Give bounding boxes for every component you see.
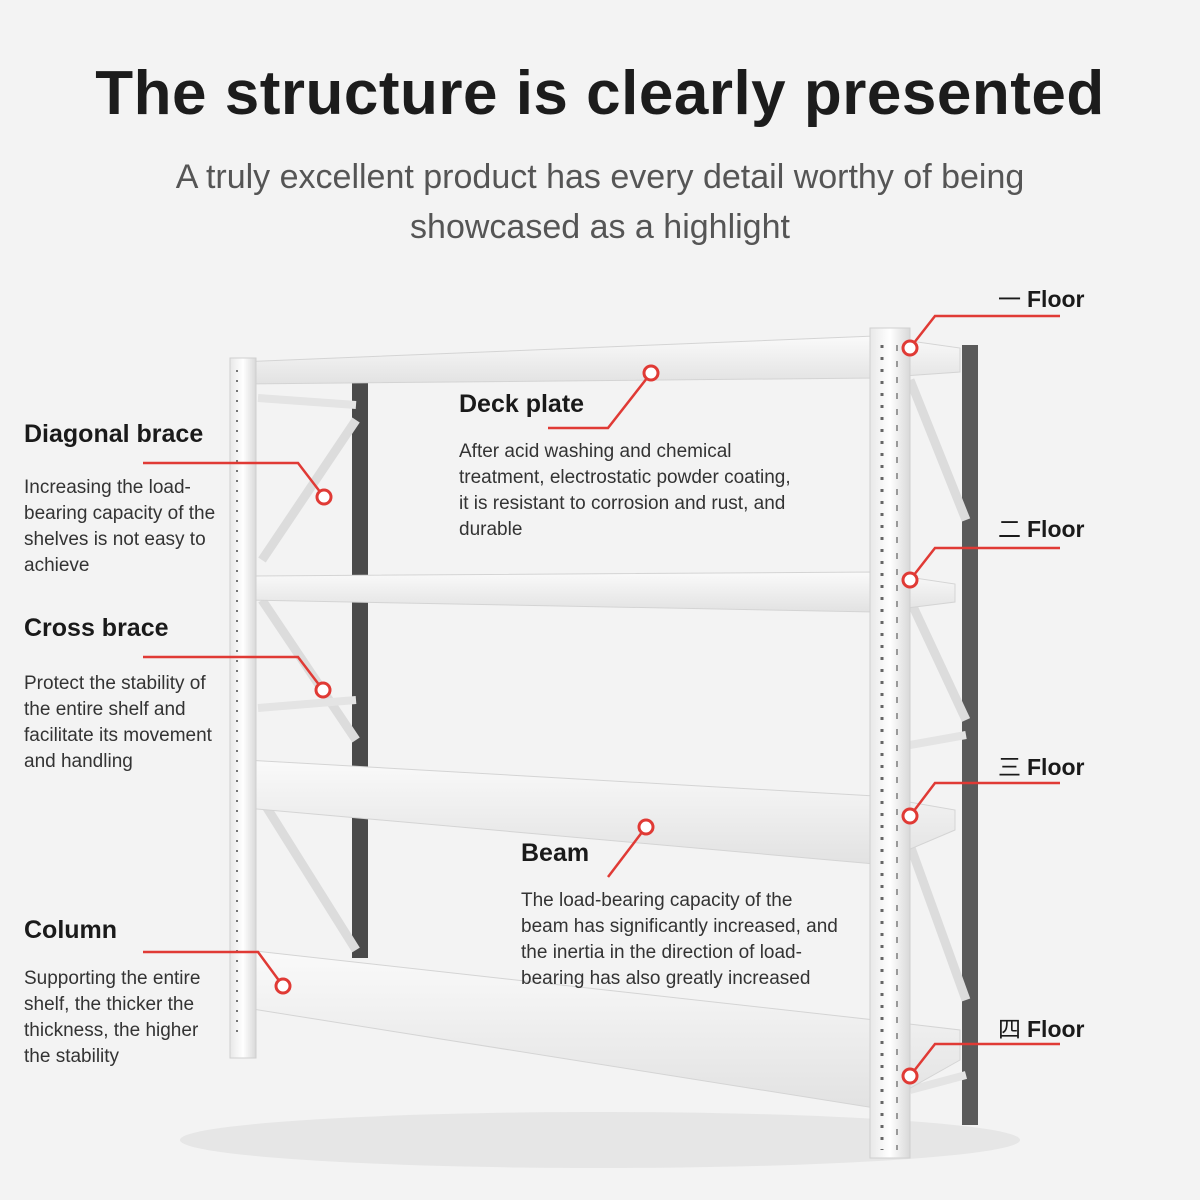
right-diagonal-braces: [905, 378, 971, 1002]
left-diagonal-braces: [258, 417, 360, 953]
floor-mark-1: 一: [998, 286, 1021, 312]
right-cross-braces: [908, 731, 968, 1094]
left-cross-braces: [257, 394, 357, 712]
callout-points: [274, 339, 919, 1085]
cross-brace-desc: Protect the stability of the entire shel…: [24, 673, 212, 772]
callout-leaders: [143, 314, 1060, 1077]
floor-text-2: Floor: [1027, 516, 1085, 542]
front-left-column: [229, 357, 257, 1059]
floor-mark-4: 四: [998, 1016, 1021, 1042]
column-title: Column: [24, 916, 118, 944]
back-left-column: [352, 378, 368, 958]
deck-plate-desc: After acid washing and chemical treatmen…: [459, 441, 791, 540]
diagonal-brace-title: Diagonal brace: [24, 420, 204, 448]
cross-brace-title: Cross brace: [24, 614, 169, 642]
column-desc: Supporting the entire shelf, the thicker…: [24, 968, 201, 1067]
floor-text-1: Floor: [1027, 286, 1085, 312]
deck-plate-title: Deck plate: [459, 390, 585, 418]
back-right-column: [962, 345, 978, 1125]
page-subtitle: A truly excellent product has every deta…: [175, 158, 1025, 246]
floor-text-4: Floor: [1027, 1016, 1085, 1042]
floor-mark-3: 三: [998, 754, 1021, 780]
deck-plates: [237, 335, 961, 1109]
beam-desc: The load-bearing capacity of the beam ha…: [521, 890, 838, 989]
page-title: The structure is clearly presented: [95, 59, 1105, 128]
floor-mark-2: 二: [998, 516, 1021, 542]
floor-text-3: Floor: [1027, 754, 1085, 780]
front-right-column: [869, 327, 911, 1159]
beam-title: Beam: [521, 839, 590, 867]
floor-shadow: [180, 1112, 1020, 1168]
diagonal-brace-desc: Increasing the load-bearing capacity of …: [24, 477, 216, 576]
